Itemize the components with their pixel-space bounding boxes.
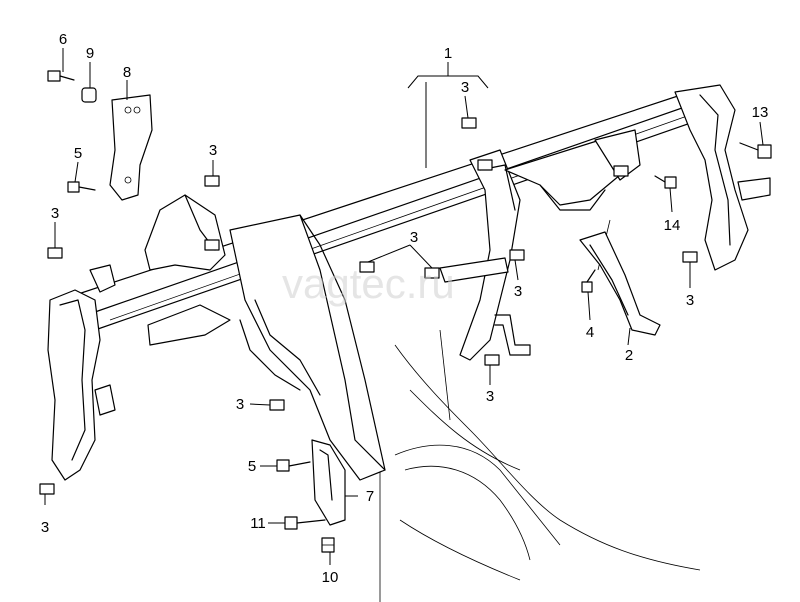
callout-label-9: 9 xyxy=(86,45,94,62)
left-end-bracket xyxy=(47,264,116,481)
callout-label-5: 5 xyxy=(74,145,82,162)
bolt-4-icon xyxy=(581,269,596,293)
bracket-7 xyxy=(311,439,346,526)
bolt-6-icon xyxy=(47,70,75,82)
callout-label-3: 3 xyxy=(461,79,469,96)
callout-label-3: 3 xyxy=(486,388,494,405)
callout-label-8: 8 xyxy=(123,64,131,81)
callout-label-3: 3 xyxy=(410,229,418,246)
bracket-8 xyxy=(109,94,153,201)
leader-lines xyxy=(44,48,764,565)
bolt-5-icon xyxy=(67,181,96,193)
fasteners xyxy=(39,70,772,553)
callout-label-6: 6 xyxy=(59,31,67,48)
callout-numbers: 1 2 3 3 3 3 3 3 3 3 3 4 5 5 6 7 8 9 10 1… xyxy=(41,31,769,586)
callout-label-2: 2 xyxy=(625,347,633,364)
callout-label-3: 3 xyxy=(51,205,59,222)
callout-label-11: 11 xyxy=(250,515,266,532)
callout-label-3: 3 xyxy=(514,283,522,300)
nut-9-icon xyxy=(81,87,97,103)
tunnel-bracket-pipe xyxy=(439,257,531,356)
bolt-5-lower-icon xyxy=(276,459,311,472)
callout-label-14: 14 xyxy=(664,217,681,234)
center-support-strut xyxy=(579,231,661,336)
callout-label-3: 3 xyxy=(209,142,217,159)
callout-label-13: 13 xyxy=(752,104,769,121)
bolt-13-icon xyxy=(739,142,772,159)
bolt-14-icon xyxy=(654,175,677,189)
callout-label-10: 10 xyxy=(322,569,339,586)
callout-1-bracket xyxy=(407,62,489,168)
callout-label-3: 3 xyxy=(686,292,694,309)
callout-label-7: 7 xyxy=(366,488,374,505)
callout-label-3: 3 xyxy=(236,396,244,413)
clip-3-icons xyxy=(39,117,698,495)
body-panel-outline xyxy=(379,219,701,602)
bolt-11-icon xyxy=(284,516,326,530)
callout-label-5: 5 xyxy=(248,458,256,475)
watermark: vagtec.ru xyxy=(282,260,455,307)
cross-car-beam xyxy=(59,91,706,481)
callout-label-1: 1 xyxy=(444,45,452,62)
callout-label-4: 4 xyxy=(586,324,594,341)
right-end-bracket xyxy=(674,84,771,271)
clip-10-icon xyxy=(321,537,335,553)
callout-label-3: 3 xyxy=(41,519,49,536)
